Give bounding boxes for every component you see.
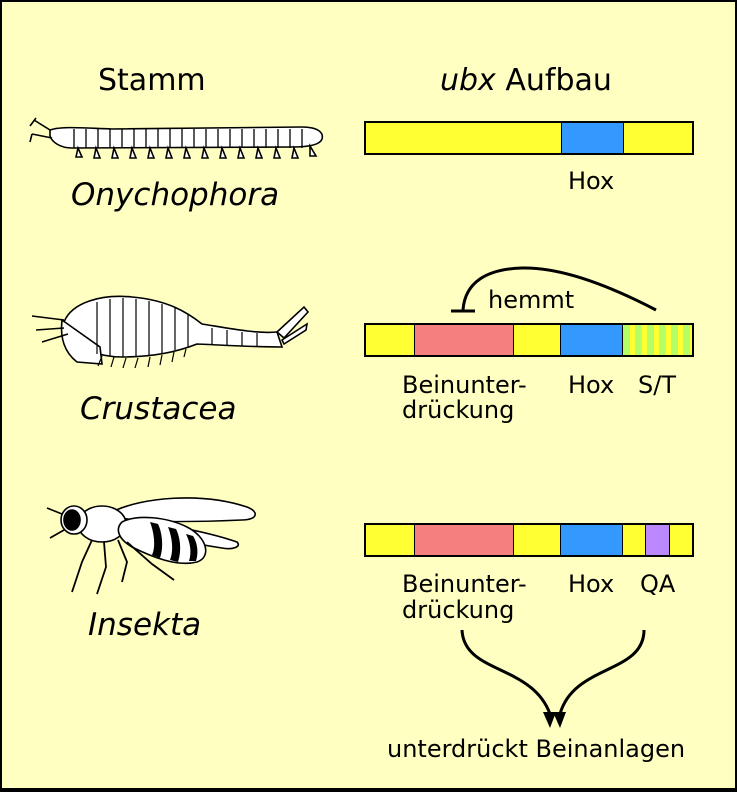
velvet-worm-drawing xyxy=(29,117,324,159)
label-hox: Hox xyxy=(568,371,615,399)
label-hemmt: hemmt xyxy=(488,286,575,314)
label-hox: Hox xyxy=(568,570,615,598)
arrow-left xyxy=(460,629,552,715)
header-aufbau: Aufbau xyxy=(505,63,612,98)
label-suppression-line2: drückung xyxy=(402,596,515,624)
label-hox: Hox xyxy=(568,167,615,195)
segment-yellow xyxy=(366,123,562,153)
label-st: S/T xyxy=(638,371,676,399)
result-label: unterdrückt Beinanlagen xyxy=(387,735,686,763)
taxon-onychophora: Onychophora xyxy=(71,177,280,213)
ubx-construct-insekta xyxy=(364,523,694,557)
taxon-crustacea: Crustacea xyxy=(80,391,237,427)
arrowhead-left xyxy=(543,712,556,728)
header-phylum: Stamm xyxy=(98,63,206,98)
arrowhead-right xyxy=(553,712,566,728)
segment-leg-suppression xyxy=(415,325,514,355)
segment-yellow xyxy=(514,525,561,555)
inhibition-arrow xyxy=(461,266,657,312)
label-qa: QA xyxy=(640,570,676,598)
ubx-construct-crustacea xyxy=(364,323,694,357)
segment-yellow xyxy=(366,325,415,355)
header-ubx: ubx xyxy=(440,63,496,98)
segment-qa xyxy=(646,525,670,555)
ubx-construct-onychophora xyxy=(364,121,694,155)
segment-hox xyxy=(561,525,623,555)
segment-yellow xyxy=(623,525,646,555)
label-suppression-line1: Beinunter- xyxy=(402,371,527,399)
segment-yellow xyxy=(670,525,692,555)
label-suppression-line1: Beinunter- xyxy=(402,570,527,598)
taxon-insekta: Insekta xyxy=(88,607,202,643)
segment-leg-suppression xyxy=(415,525,514,555)
segment-hox xyxy=(561,325,623,355)
segment-st xyxy=(623,325,692,355)
insect-fly-drawing xyxy=(46,497,256,595)
segment-yellow xyxy=(514,325,561,355)
header-construct: ubx Aufbau xyxy=(440,66,612,96)
segment-hox xyxy=(562,123,624,153)
arrow-right xyxy=(558,629,646,715)
label-suppression-line2: drückung xyxy=(402,396,515,424)
segment-yellow xyxy=(624,123,692,153)
crustacean-drawing xyxy=(31,295,310,369)
segment-yellow xyxy=(366,525,415,555)
